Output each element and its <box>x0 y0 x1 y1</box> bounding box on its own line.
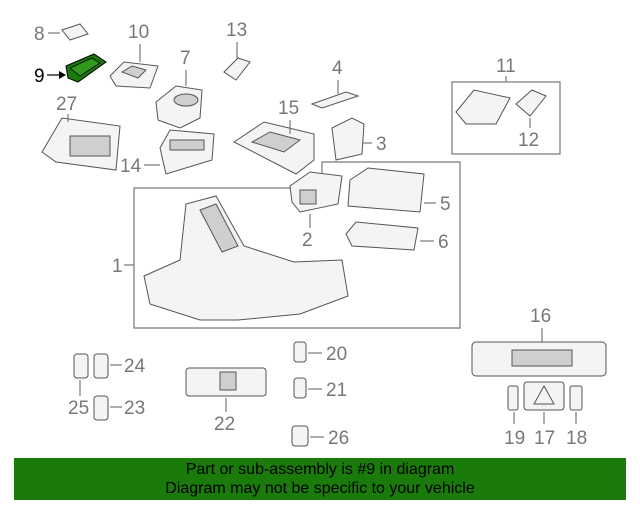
part-9[interactable]: 9 <box>34 53 107 87</box>
callout-15: 15 <box>278 98 299 119</box>
part-6[interactable]: 6 <box>345 221 449 253</box>
callout-10: 10 <box>128 22 149 43</box>
callout-16: 16 <box>530 306 551 327</box>
callout-5: 5 <box>440 194 451 215</box>
callout-13: 13 <box>226 20 247 41</box>
callout-18: 18 <box>566 428 587 449</box>
part-18[interactable]: 18 <box>566 385 587 449</box>
callout-8: 8 <box>34 24 45 45</box>
callout-9: 9 <box>34 66 45 87</box>
part-23[interactable]: 23 <box>93 395 145 421</box>
footer-banner: Part or sub-assembly is #9 in diagram Di… <box>14 458 626 500</box>
callout-11: 11 <box>496 56 516 77</box>
callout-17: 17 <box>534 428 555 449</box>
part-4[interactable]: 4 <box>310 58 360 109</box>
callout-23: 23 <box>124 398 145 419</box>
part-7[interactable]: 7 <box>155 48 203 129</box>
part-25[interactable]: 25 <box>68 353 89 419</box>
part-1[interactable]: 1 <box>112 161 461 329</box>
part-22[interactable]: 22 <box>185 367 267 435</box>
callout-21: 21 <box>326 380 347 401</box>
callout-26: 26 <box>328 428 349 449</box>
part-13[interactable]: 13 <box>223 20 251 81</box>
callout-22: 22 <box>214 414 235 435</box>
parts-diagram: 8 9 10 7 13 4 27 <box>34 20 607 449</box>
part-17[interactable]: 17 <box>523 381 565 449</box>
callout-27: 27 <box>56 94 77 115</box>
part-8[interactable]: 8 <box>34 23 89 45</box>
callout-12: 12 <box>518 130 539 151</box>
callout-2: 2 <box>302 230 313 251</box>
part-3[interactable]: 3 <box>331 117 387 161</box>
part-5[interactable]: 5 <box>347 167 451 215</box>
callout-25: 25 <box>68 398 89 419</box>
callout-4: 4 <box>332 58 343 79</box>
footer-line-1: Part or sub-assembly is #9 in diagram <box>185 461 455 478</box>
part-16[interactable]: 16 <box>471 306 607 377</box>
part-26[interactable]: 26 <box>291 425 349 449</box>
part-21[interactable]: 21 <box>293 377 347 401</box>
callout-1: 1 <box>112 256 123 277</box>
part-27[interactable]: 27 <box>41 94 121 171</box>
callout-3: 3 <box>376 134 387 155</box>
callout-20: 20 <box>326 344 347 365</box>
callout-6: 6 <box>438 232 449 253</box>
callout-14: 14 <box>120 156 142 177</box>
part-15[interactable]: 15 <box>233 98 315 175</box>
part-10[interactable]: 10 <box>109 22 159 89</box>
callout-24: 24 <box>124 356 146 377</box>
callout-7: 7 <box>180 48 191 69</box>
part-20[interactable]: 20 <box>293 341 347 365</box>
part-19[interactable]: 19 <box>504 385 525 449</box>
part-2[interactable]: 2 <box>289 171 343 251</box>
part-14[interactable]: 14 <box>120 129 215 177</box>
part-24[interactable]: 24 <box>93 353 146 379</box>
footer-line-2: Diagram may not be specific to your vehi… <box>165 480 475 497</box>
part-11[interactable]: 11 <box>451 56 561 155</box>
callout-19: 19 <box>504 428 525 449</box>
part-12[interactable]: 12 <box>515 89 547 151</box>
